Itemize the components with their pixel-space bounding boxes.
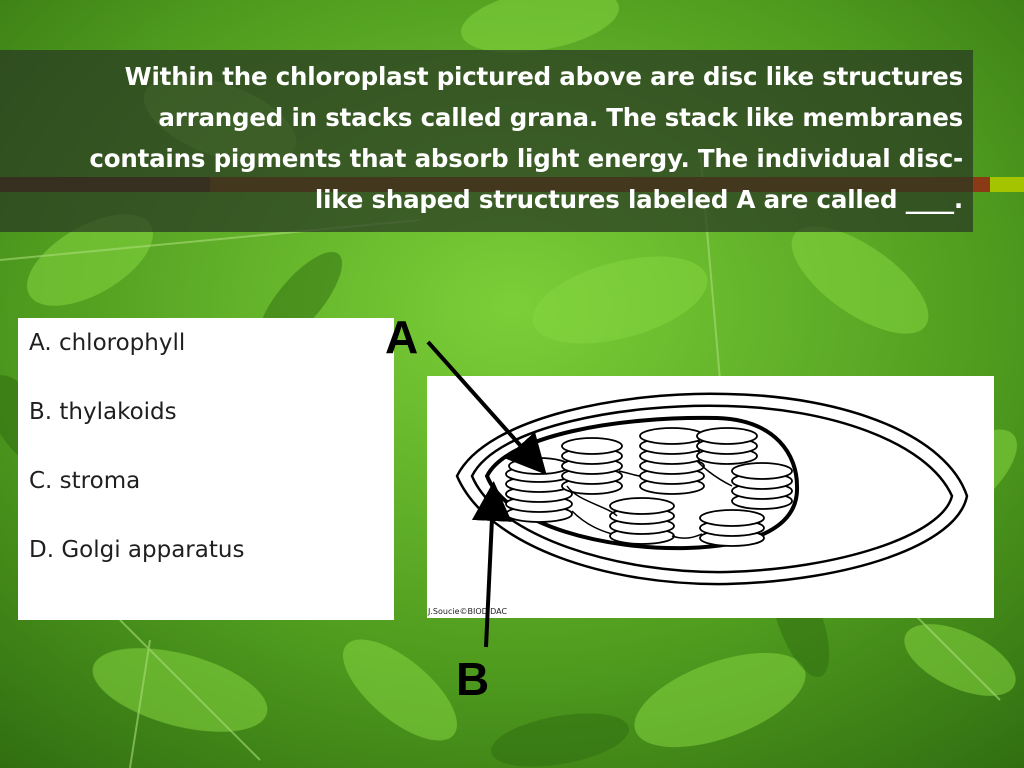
chloroplast-diagram: J.Soucie©BIODIDAC xyxy=(427,376,994,618)
question-line: like shaped structures labeled A are cal… xyxy=(314,185,963,214)
answer-option-c[interactable]: C. stroma xyxy=(29,468,141,494)
question-line: arranged in stacks called grana. The sta… xyxy=(158,103,963,132)
question-line: Within the chloroplast pictured above ar… xyxy=(124,62,964,91)
question-box: Within the chloroplast pictured above ar… xyxy=(0,50,1024,232)
answer-option-d[interactable]: D. Golgi apparatus xyxy=(29,537,245,563)
outer-membrane xyxy=(455,392,969,586)
arrow-a xyxy=(426,340,547,475)
granum-e xyxy=(731,462,793,510)
granum-c xyxy=(639,427,705,495)
granum-f xyxy=(609,497,675,545)
grana-stacks xyxy=(505,427,793,547)
granum-g xyxy=(699,509,765,547)
question-text: Within the chloroplast pictured above ar… xyxy=(20,56,963,220)
stroma-lamellae xyxy=(566,460,733,539)
answer-option-a[interactable]: A. chlorophyll xyxy=(29,330,186,356)
answer-option-b[interactable]: B. thylakoids xyxy=(29,399,177,425)
chloroplast-drawing xyxy=(455,392,969,586)
image-credit: J.Soucie©BIODIDAC xyxy=(428,607,508,616)
granum-d xyxy=(696,427,758,465)
stroma-boundary xyxy=(484,415,800,551)
accent-segment-green xyxy=(990,177,1024,192)
arrow-b xyxy=(471,481,512,648)
question-shade xyxy=(0,50,973,232)
inner-membrane xyxy=(470,404,954,574)
answer-box: A. chlorophyll B. thylakoids C. stroma D… xyxy=(18,318,394,620)
granum-b xyxy=(561,437,623,495)
label-a: A xyxy=(385,311,419,363)
label-b: B xyxy=(456,653,490,705)
question-line: contains pigments that absorb light ener… xyxy=(89,144,963,173)
